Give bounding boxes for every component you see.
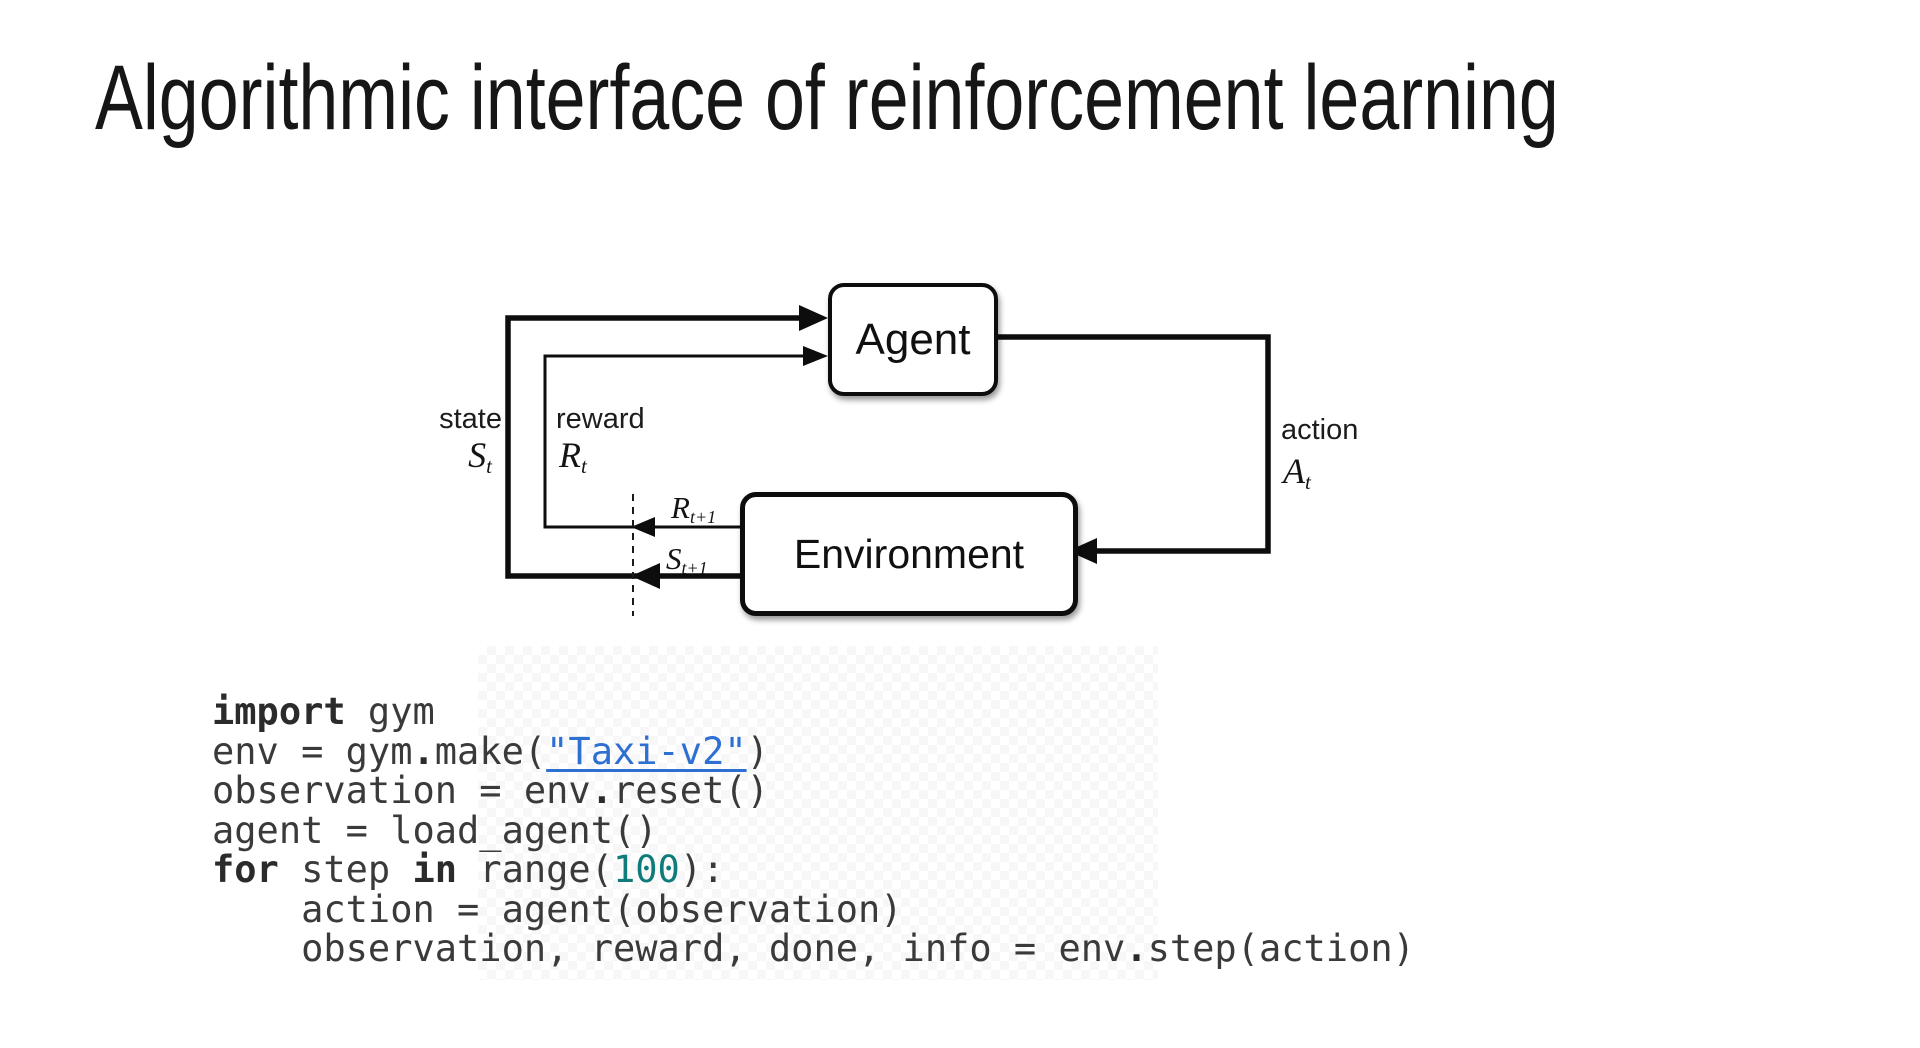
code-token: make(	[434, 729, 547, 773]
code-token: action = agent(observation)	[212, 887, 903, 931]
code-line-1: import gym	[212, 692, 1415, 732]
state-into-agent-arrowhead	[799, 305, 828, 331]
agent-box: Agent	[828, 283, 998, 396]
next-state-symbol: St+1	[666, 541, 708, 577]
code-token: 100	[612, 848, 680, 891]
code-line-4: agent = load_agent()	[212, 808, 1415, 852]
code-token: for	[212, 848, 279, 891]
reward-label: reward	[556, 403, 645, 435]
action-symbol: At	[1283, 450, 1311, 494]
slide-title: Algorithmic interface of reinforcement l…	[95, 47, 1559, 149]
next-state-symbol-sub: t+1	[681, 558, 708, 578]
code-token: reset()	[612, 769, 769, 812]
state-label: state	[439, 403, 502, 435]
action-symbol-sub: t	[1305, 470, 1311, 494]
environment-box: Environment	[740, 492, 1078, 616]
next-reward-symbol-base: R	[671, 490, 690, 525]
code-token: range(	[457, 848, 613, 891]
state-symbol-base: S	[468, 435, 487, 475]
next-reward-arrowhead	[631, 517, 655, 537]
code-token: )	[746, 729, 769, 773]
code-line-5: for step in range(100):	[212, 850, 1415, 890]
agent-box-label: Agent	[855, 314, 971, 364]
code-token: observation = env	[212, 769, 591, 812]
code-token: agent = load_agent()	[212, 808, 658, 852]
taxi-v2-link[interactable]: "Taxi-v2"	[546, 729, 747, 773]
action-loop-line	[990, 334, 1271, 554]
code-token: import	[212, 690, 346, 733]
code-token: observation, reward, done, info = env	[212, 927, 1126, 970]
action-symbol-base: A	[1283, 451, 1305, 491]
code-token: step	[278, 848, 413, 891]
state-symbol-sub: t	[486, 454, 492, 478]
reward-symbol-base: R	[559, 435, 581, 475]
code-line-3: observation = env.reset()	[212, 771, 1415, 811]
next-state-symbol-base: S	[666, 541, 682, 576]
code-line-7: observation, reward, done, info = env.st…	[212, 929, 1415, 969]
next-state-arrowhead	[631, 563, 660, 589]
code-token: gym	[345, 690, 435, 733]
code-token: .	[590, 769, 613, 812]
reward-into-agent-arrowhead	[803, 346, 828, 366]
code-line-2: env = gym.make("Taxi-v2")	[212, 729, 1415, 773]
environment-box-label: Environment	[793, 530, 1025, 577]
next-reward-symbol-sub: t+1	[689, 507, 717, 527]
code-line-6: action = agent(observation)	[212, 887, 1415, 931]
reward-symbol-sub: t	[581, 454, 587, 478]
state-symbol: St	[380, 434, 492, 478]
action-into-environment-arrowhead	[1068, 538, 1097, 564]
code-token: ):	[679, 848, 725, 891]
action-label: action	[1281, 414, 1359, 446]
code-token: .	[412, 729, 435, 773]
code-token: env = gym	[212, 729, 413, 773]
code-token: .	[1125, 927, 1148, 970]
code-token: in	[412, 848, 458, 891]
state-loop-line	[505, 315, 812, 579]
next-reward-symbol: Rt+1	[671, 490, 716, 526]
reward-symbol: Rt	[559, 434, 587, 478]
code-image-transparency-checker	[478, 646, 1158, 980]
code-token: step(action)	[1147, 927, 1415, 970]
